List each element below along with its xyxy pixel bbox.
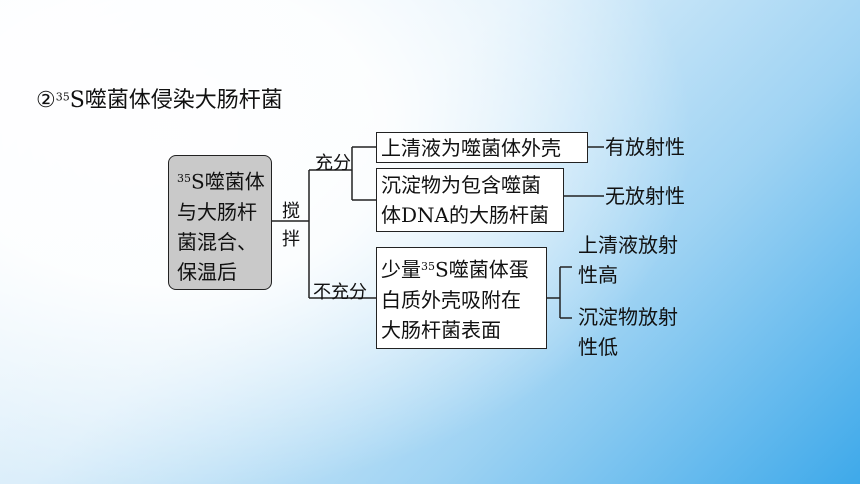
sample-line-2: 与大肠杆 <box>177 199 257 224</box>
circled-number: ② <box>36 88 56 113</box>
sample-line-4: 保温后 <box>177 259 237 284</box>
section-heading: ②35S噬菌体侵染大肠杆菌 <box>36 82 283 114</box>
sample-line-3: 菌混合、 <box>177 229 257 254</box>
sediment-result: 无放射性 <box>605 184 685 208</box>
insufficient-prefix: 少量 <box>381 257 421 282</box>
result-2-line-1: 沉淀物放射 <box>578 305 678 329</box>
heading-text: S噬菌体侵染大肠杆菌 <box>69 88 283 113</box>
insufficient-label: 不充分 <box>313 282 367 303</box>
result-2-line-2: 性低 <box>578 335 618 359</box>
isotope-superscript: 35 <box>55 90 70 104</box>
isotope-superscript: 35 <box>421 260 435 273</box>
isotope-superscript: 35 <box>177 172 191 185</box>
sediment-line-2: 体DNA的大肠杆菌 <box>381 203 549 227</box>
insufficient-box: 少量35S噬菌体蛋白质外壳吸附在大肠杆菌表面 <box>376 247 547 349</box>
result-high-supernatant: 上清液放射性高 <box>578 230 678 290</box>
sufficient-label: 充分 <box>315 153 351 174</box>
insufficient-line-1: S噬菌体蛋 <box>435 257 529 282</box>
result-1-line-1: 上清液放射 <box>578 233 678 257</box>
insufficient-line-2: 白质外壳吸附在 <box>381 287 521 312</box>
sediment-box: 沉淀物为包含噬菌体DNA的大肠杆菌 <box>376 168 564 232</box>
result-1-line-2: 性高 <box>578 263 618 287</box>
supernatant-result: 有放射性 <box>605 135 685 159</box>
supernatant-text: 上清液为噬菌体外壳 <box>381 136 561 160</box>
result-low-sediment: 沉淀物放射性低 <box>578 302 678 362</box>
sample-line-1: S噬菌体 <box>191 169 265 194</box>
supernatant-box: 上清液为噬菌体外壳 <box>376 132 588 163</box>
stir-label: 搅拌 <box>282 201 300 250</box>
sample-box: 35S噬菌体与大肠杆菌混合、保温后 <box>168 155 272 290</box>
sediment-line-1: 沉淀物为包含噬菌 <box>381 173 541 197</box>
insufficient-line-3: 大肠杆菌表面 <box>381 317 501 342</box>
